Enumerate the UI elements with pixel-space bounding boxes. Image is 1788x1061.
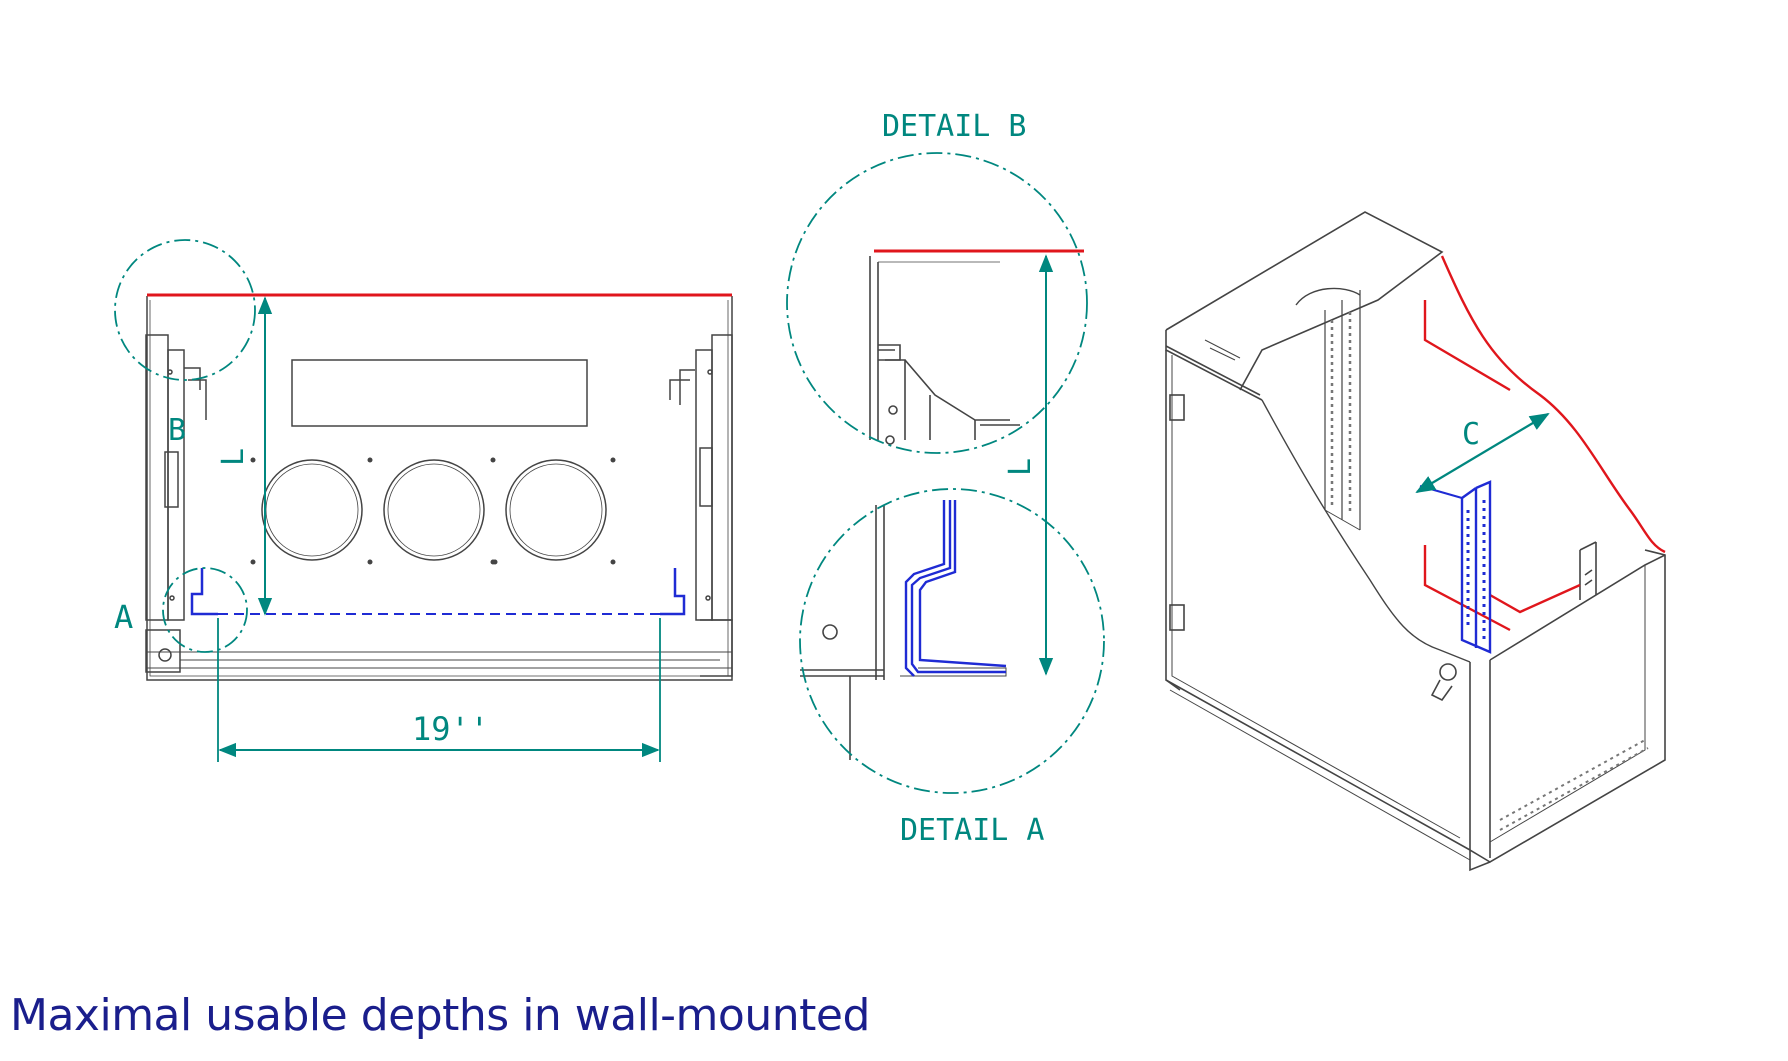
- detail-circles-front: [114, 239, 256, 653]
- detail-a-blue-rail: [904, 500, 1007, 677]
- front-depth-dimension: L: [216, 296, 273, 616]
- marker-b-label: B: [168, 413, 186, 448]
- dim-l-detail-label: L: [1003, 458, 1038, 476]
- cabinet-blue-rail: [1419, 480, 1492, 654]
- c-dimension: C: [1415, 412, 1550, 494]
- cable-slot: [291, 359, 588, 427]
- detail-b-content: [869, 256, 1020, 445]
- isometric-cabinet: [1165, 211, 1666, 872]
- detail-a-circle: [799, 488, 1105, 794]
- dim-l-front-label: L: [216, 448, 251, 466]
- cabinet-red-cut: [1423, 255, 1666, 632]
- right-post: [669, 334, 733, 677]
- detail-depth-dimension: L: [1003, 254, 1054, 676]
- left-post: [145, 334, 207, 673]
- detail-b-circle: [786, 152, 1088, 454]
- marker-a-label: A: [114, 598, 133, 636]
- detail-b-title: DETAIL B: [882, 109, 1027, 144]
- marker-c-label: C: [1462, 417, 1480, 452]
- detail-a-content: [800, 505, 1007, 760]
- width-19-dimension: 19'': [217, 618, 661, 762]
- width-19-label: 19'': [412, 710, 489, 748]
- fan-holes: [261, 459, 607, 561]
- detail-a-title: DETAIL A: [900, 813, 1045, 848]
- caption: Maximal usable depths in wall-mounted: [10, 990, 870, 1041]
- front-blue-rails: [190, 568, 686, 616]
- front-view: [145, 296, 733, 681]
- screw-dots: [250, 457, 616, 565]
